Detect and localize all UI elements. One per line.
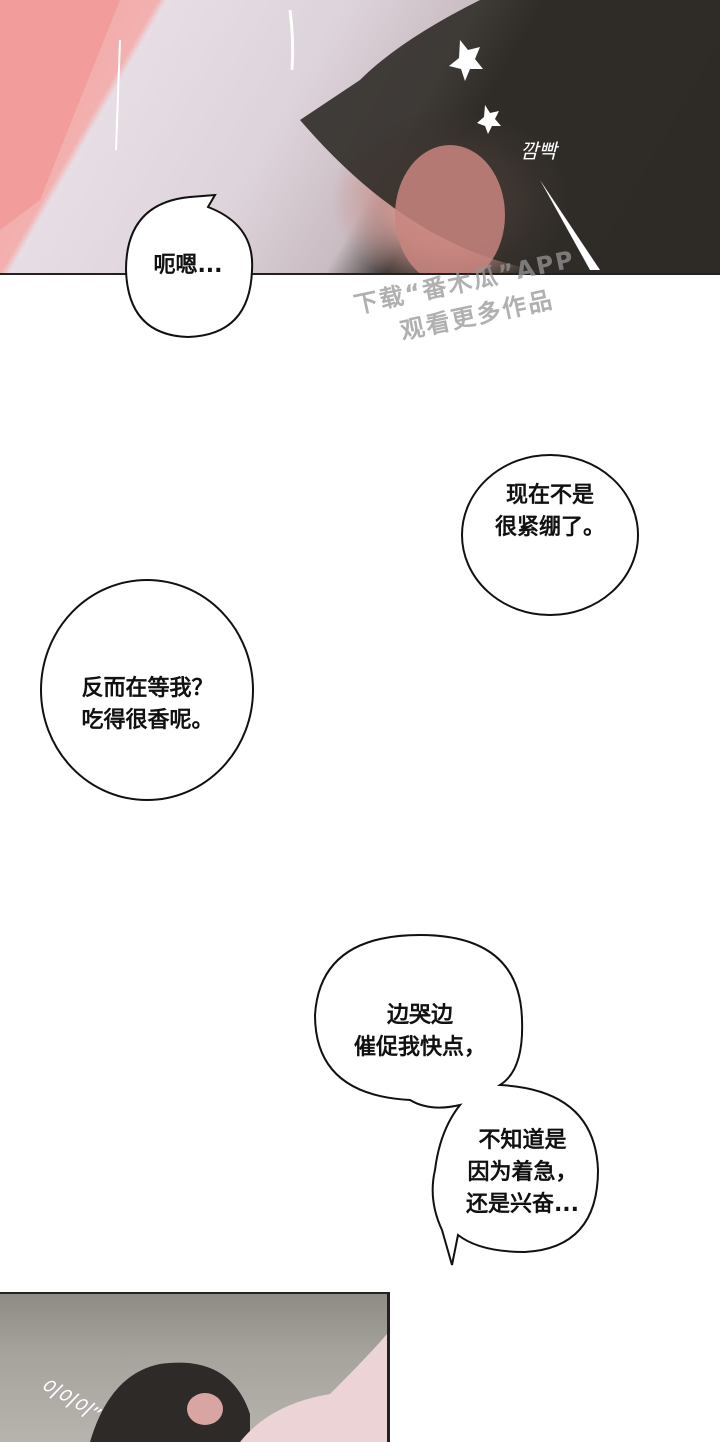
comic-panel-top: 깜빡 bbox=[0, 0, 720, 275]
speech-text: 不知道是因为着急，还是兴奋... bbox=[465, 1128, 580, 1217]
speech-text: 边哭边催促我快点， bbox=[353, 1003, 486, 1060]
panel-art-bottom bbox=[90, 1334, 387, 1442]
speech-bubble bbox=[40, 579, 254, 801]
speech-bubble bbox=[124, 193, 254, 339]
panel-art-top bbox=[0, 0, 720, 273]
sound-effect-text: 깜빡 bbox=[520, 139, 557, 163]
speech-text: 反而在等我？吃得很香呢。 bbox=[81, 676, 214, 733]
speech-bubble bbox=[461, 454, 639, 616]
comic-panel-bottom: 이이이” bbox=[0, 1292, 390, 1442]
speech-text: 呃嗯... bbox=[153, 253, 223, 278]
speech-bubble bbox=[313, 933, 600, 1266]
speech-text: 现在不是很紧绷了。 bbox=[494, 483, 605, 540]
